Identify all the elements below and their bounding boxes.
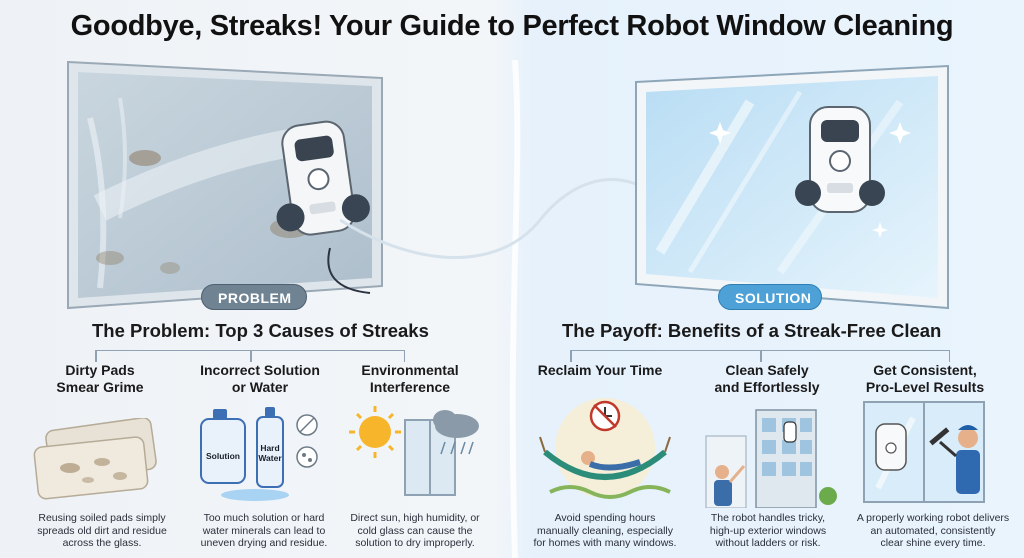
desc-line: Direct sun, high humidity, or bbox=[350, 512, 480, 524]
benefit-title: Reclaim Your Time bbox=[537, 362, 663, 378]
hammock-illustration bbox=[539, 398, 671, 499]
cause-title: or Water bbox=[231, 379, 289, 395]
hammock-icon bbox=[539, 436, 671, 480]
cause-description: Direct sun, high humidity, or cold glass… bbox=[340, 512, 490, 550]
problem-heading: The Problem: Top 3 Causes of Streaks bbox=[92, 320, 429, 341]
cause-description: Too much solution or hard water minerals… bbox=[184, 512, 344, 550]
cause-card-environment: Environmental Interference bbox=[340, 362, 480, 396]
building-illustration bbox=[705, 409, 837, 508]
sun-icon bbox=[349, 406, 401, 458]
clean-window-illustration bbox=[635, 64, 949, 310]
desc-line: without ladders or risk. bbox=[715, 537, 821, 549]
pro-cleaner-illustration bbox=[863, 401, 985, 503]
desc-line: clear shine every time. bbox=[880, 537, 986, 549]
benefit-card-time: Reclaim Your Time bbox=[520, 362, 680, 379]
clock-icon bbox=[589, 400, 621, 432]
robot-window-cleaner-icon bbox=[795, 106, 885, 213]
bottle-label-line: Water bbox=[258, 453, 282, 463]
robot-window-cleaner-icon bbox=[276, 120, 370, 236]
benefit-card-results: Get Consistent, Pro-Level Results bbox=[845, 362, 1005, 396]
desc-line: The robot handles tricky, bbox=[710, 512, 826, 524]
bracket-tick bbox=[250, 350, 252, 362]
problem-badge: PROBLEM bbox=[201, 284, 307, 310]
cause-description: Reusing soiled pads simply spreads old d… bbox=[22, 512, 182, 550]
sparkle-icon bbox=[709, 122, 911, 238]
cause-title: Interference bbox=[369, 379, 451, 395]
squeegee-icon bbox=[929, 427, 957, 458]
benefit-title: and Effortlessly bbox=[714, 379, 820, 395]
cause-title: Incorrect Solution bbox=[200, 362, 320, 378]
benefit-description: Avoid spending hours manually cleaning, … bbox=[525, 512, 685, 550]
bottle-label-line: Hard bbox=[260, 443, 280, 453]
bottle-label: Hard Water bbox=[257, 443, 283, 463]
environment-illustration bbox=[349, 406, 479, 496]
desc-line: manually cleaning, especially bbox=[537, 524, 673, 537]
desc-line: spreads old dirt and residue bbox=[37, 524, 167, 537]
desc-line: solution to dry improperly. bbox=[355, 537, 475, 549]
desc-line: high-up exterior windows bbox=[709, 524, 827, 537]
benefit-card-safety: Clean Safely and Effortlessly bbox=[692, 362, 842, 396]
desc-line: cold glass can cause the bbox=[357, 524, 473, 537]
cause-card-solution-water: Incorrect Solution or Water bbox=[185, 362, 335, 396]
dirty-pads-illustration bbox=[33, 418, 157, 500]
benefit-title: Pro-Level Results bbox=[865, 379, 985, 395]
cause-title: Smear Grime bbox=[56, 379, 144, 395]
desc-line: water minerals can lead to bbox=[202, 524, 326, 537]
connector-swoosh bbox=[340, 178, 660, 259]
desc-line: across the glass. bbox=[62, 537, 142, 549]
desc-line: Reusing soiled pads simply bbox=[38, 512, 166, 524]
desc-line: Avoid spending hours bbox=[554, 512, 656, 524]
robot-window-cleaner-icon bbox=[875, 423, 907, 471]
center-divider bbox=[509, 60, 521, 558]
streaky-window-illustration bbox=[67, 60, 383, 310]
solution-heading: The Payoff: Benefits of a Streak-Free Cl… bbox=[562, 320, 942, 341]
cause-card-dirty-pads: Dirty Pads Smear Grime bbox=[30, 362, 170, 396]
benefit-title: Clean Safely bbox=[725, 362, 809, 378]
bottle-icon bbox=[200, 407, 318, 501]
solution-badge: SOLUTION bbox=[718, 284, 822, 310]
desc-line: uneven drying and residue. bbox=[200, 537, 328, 549]
rain-cloud-icon bbox=[433, 410, 479, 455]
benefit-title: Get Consistent, bbox=[873, 362, 977, 378]
benefit-description: The robot handles tricky, high-up exteri… bbox=[688, 512, 848, 550]
cause-title: Dirty Pads bbox=[65, 362, 135, 378]
bracket-tick bbox=[760, 350, 762, 362]
benefit-description: A properly working robot delivers an aut… bbox=[848, 512, 1018, 550]
cause-title: Environmental bbox=[361, 362, 459, 378]
page-title: Goodbye, Streaks! Your Guide to Perfect … bbox=[70, 10, 954, 42]
bottle-label: Solution bbox=[206, 451, 240, 461]
desc-line: an automated, consistently bbox=[870, 524, 996, 537]
desc-line: A properly working robot delivers bbox=[856, 512, 1010, 524]
desc-line: for homes with many windows. bbox=[533, 537, 677, 549]
bottles-illustration: Solution Hard Water bbox=[195, 405, 335, 505]
desc-line: Too much solution or hard bbox=[203, 512, 325, 524]
